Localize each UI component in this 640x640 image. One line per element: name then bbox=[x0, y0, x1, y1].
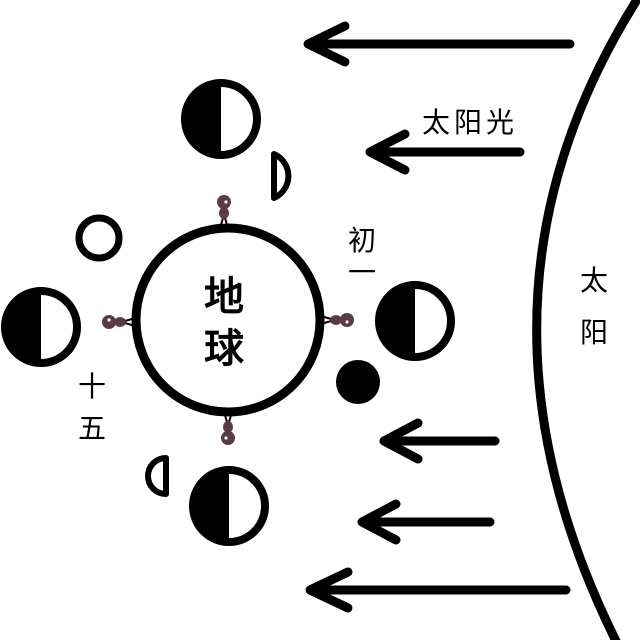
earth-label-1: 地 bbox=[204, 274, 244, 320]
label-fifteenth-1: 十 bbox=[78, 370, 106, 403]
sunlight-arrow bbox=[305, 567, 571, 613]
sun-label-2: 阳 bbox=[580, 316, 608, 349]
label-first-day-2: 一 bbox=[348, 256, 376, 289]
earth bbox=[131, 223, 325, 417]
moon-bottom bbox=[189, 466, 269, 546]
moon-left bbox=[1, 287, 81, 367]
phase-first-quarter bbox=[271, 151, 292, 201]
label-fifteenth-2: 五 bbox=[78, 412, 106, 445]
phase-new-moon bbox=[336, 360, 380, 404]
moon-right bbox=[375, 281, 455, 361]
phase-last-quarter bbox=[145, 455, 169, 497]
observer-top bbox=[217, 195, 231, 229]
observer-left bbox=[102, 315, 136, 329]
sunlight-arrow bbox=[365, 129, 525, 175]
sunlight-arrow bbox=[379, 418, 500, 464]
earth-label-2: 球 bbox=[204, 326, 245, 372]
sunlight-arrow bbox=[303, 21, 575, 67]
observer-right bbox=[320, 313, 354, 327]
sunlight-arrow bbox=[357, 499, 495, 545]
sun-label-1: 太 bbox=[580, 264, 608, 297]
phase-full-moon bbox=[75, 214, 123, 262]
sunlight-label: 太阳光 bbox=[422, 106, 518, 139]
sunlight-arrows bbox=[303, 21, 575, 613]
moon-top bbox=[181, 79, 261, 159]
label-first-day-1: 初 bbox=[348, 224, 376, 257]
sun-arc bbox=[532, 0, 640, 640]
observer-bottom bbox=[221, 411, 235, 445]
